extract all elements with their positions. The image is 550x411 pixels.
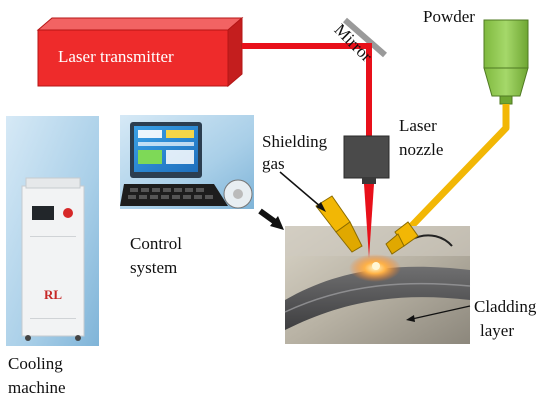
cooling-machine-label-line1: Cooling [8, 354, 63, 373]
powder-hopper [483, 19, 529, 105]
control-arrow [258, 208, 284, 230]
powder-label: Powder [423, 7, 475, 26]
cooling-machine-label-line2: machine [8, 378, 66, 397]
workpiece [284, 226, 471, 344]
cooler-logo: RL [44, 287, 62, 302]
shielding-gas-label-line1: Shielding [262, 132, 328, 151]
cladding-layer-label-line2: layer [480, 321, 514, 340]
powder-feed-line [397, 104, 510, 241]
shielding-gas-label-line2: gas [262, 154, 285, 173]
laser-nozzle-label-line1: Laser [399, 116, 437, 135]
control-system-label-line1: Control [130, 234, 182, 253]
cooling-machine-image: RL [6, 116, 99, 346]
powder-nozzle [385, 221, 419, 255]
laser-nozzle [343, 135, 390, 258]
control-system-label-line2: system [130, 258, 178, 277]
control-system-image [120, 115, 254, 209]
laser-transmitter-label: Laser transmitter [58, 47, 174, 66]
cladding-arrow [406, 305, 471, 322]
cladding-layer-label-line1: Cladding [474, 297, 537, 316]
laser-nozzle-label-line2: nozzle [399, 140, 444, 159]
shielding-gas-arrow [279, 171, 326, 212]
mirror [343, 17, 387, 58]
shielding-gas-nozzle [315, 195, 363, 253]
laser-transmitter [36, 16, 244, 88]
